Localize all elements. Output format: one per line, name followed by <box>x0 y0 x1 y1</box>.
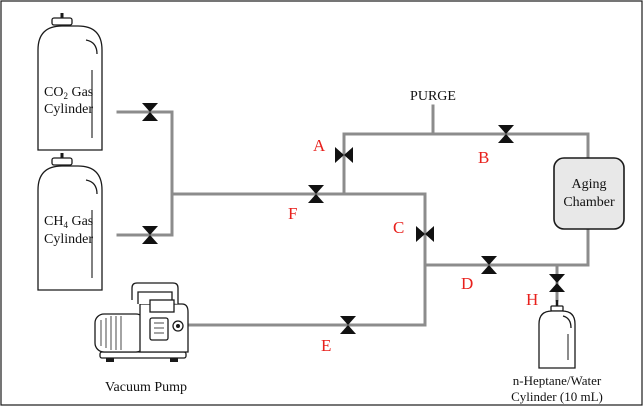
valve-e-icon[interactable] <box>340 316 356 334</box>
valve-co2-icon[interactable] <box>142 103 158 121</box>
aging-chamber-label-line2: Chamber <box>563 195 615 210</box>
valve-b-label: B <box>478 148 489 167</box>
valve-c-icon[interactable] <box>416 226 434 242</box>
valve-d-icon[interactable] <box>481 256 497 274</box>
valve-e-label: E <box>321 336 331 355</box>
pipe-network <box>116 104 590 327</box>
ch4-cylinder: CH4 Gas Cylinder <box>37 153 103 291</box>
valve-a-icon[interactable] <box>335 147 353 163</box>
co2-cylinder-label-line1: CO2 Gas <box>44 85 93 101</box>
valve-ch4-icon[interactable] <box>142 226 158 244</box>
vacuum-pump-label: Vacuum Pump <box>105 380 187 395</box>
valve-f-icon[interactable] <box>308 185 324 203</box>
purge-label: PURGE <box>410 89 456 104</box>
heptane-cylinder <box>538 300 576 369</box>
valve-b-icon[interactable] <box>498 125 514 143</box>
ch4-cylinder-label-line1: CH4 Gas <box>44 214 93 230</box>
ch4-cylinder-label-line2: Cylinder <box>44 232 93 247</box>
valve-d-label: D <box>461 274 473 293</box>
aging-chamber-label-line1: Aging <box>572 177 607 192</box>
valve-a-label: A <box>313 136 326 155</box>
heptane-cylinder-label-line1: n-Heptane/Water <box>513 373 602 388</box>
valve-h-icon[interactable] <box>549 274 565 292</box>
heptane-cylinder-label-line2: Cylinder (10 mL) <box>511 389 603 404</box>
valve-h-label: H <box>526 290 538 309</box>
vacuum-pump-icon <box>94 282 189 362</box>
co2-cylinder: CO2 Gas Cylinder <box>37 13 103 151</box>
co2-cylinder-label-line2: Cylinder <box>44 102 93 117</box>
valve-c-label: C <box>393 218 404 237</box>
aging-chamber: Aging Chamber <box>553 157 625 230</box>
valve-f-label: F <box>288 204 297 223</box>
